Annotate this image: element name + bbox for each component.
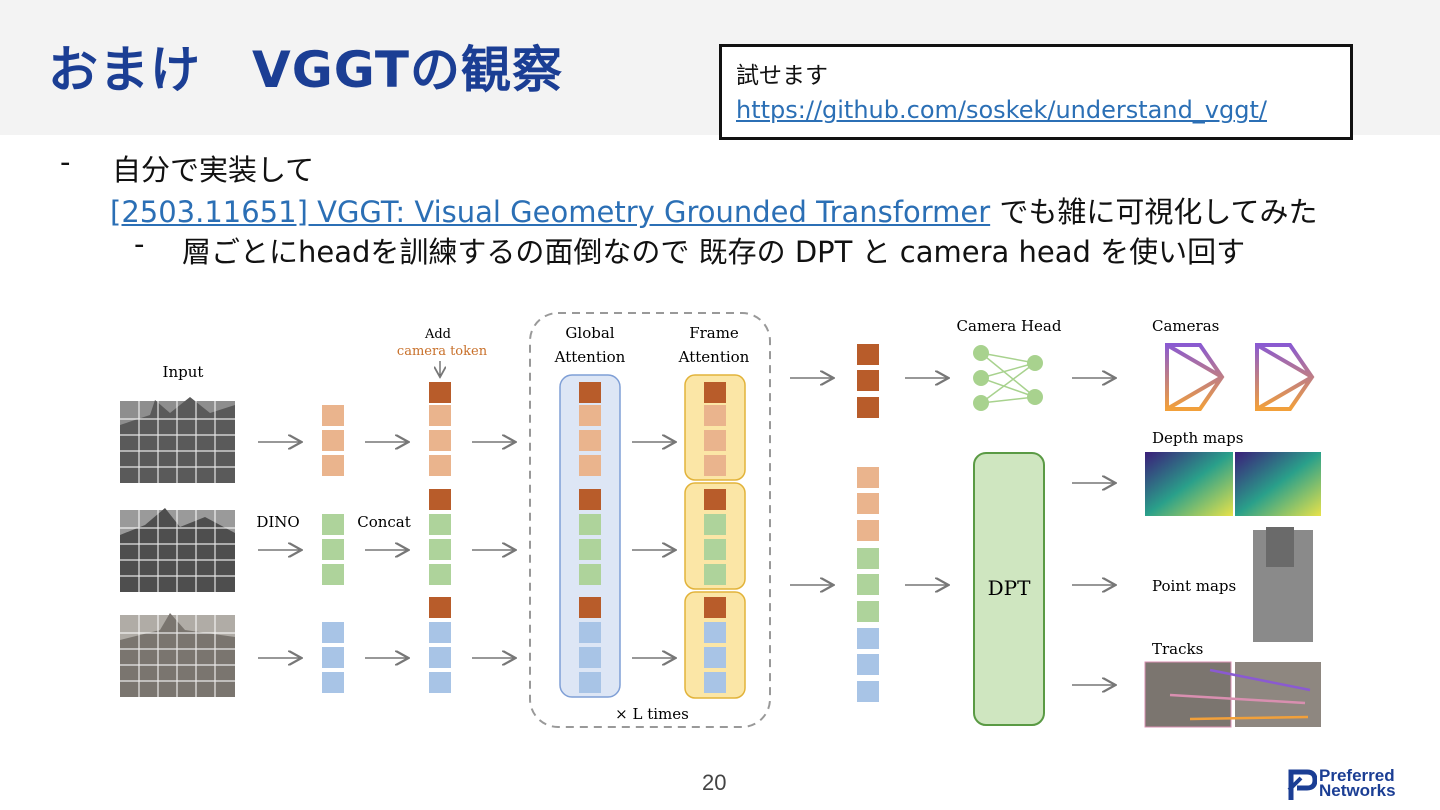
- camera-frustum-2: [1257, 345, 1312, 409]
- bullet-1-suffix: でも雑に可視化してみた: [990, 195, 1317, 229]
- point-map-image: [1253, 527, 1313, 642]
- camera-head-nodes: [973, 345, 1043, 411]
- camera-head-label: Camera Head: [957, 317, 1062, 335]
- arrows-dino-to-concat: [365, 442, 407, 658]
- dpt-label: DPT: [988, 576, 1031, 600]
- paper-link[interactable]: [2503.11651] VGGT: Visual Geometry Groun…: [110, 195, 990, 229]
- add-label: Add: [424, 327, 451, 342]
- github-link[interactable]: https://github.com/soskek/understand_vgg…: [736, 93, 1350, 127]
- note-text: 試せます: [736, 59, 1350, 93]
- arrows-heads-to-outputs: [1072, 378, 1114, 685]
- arrows-concat-to-attention: [472, 442, 514, 658]
- bullet-1-line2: [2503.11651] VGGT: Visual Geometry Groun…: [110, 189, 1318, 231]
- input-label: Input: [163, 363, 204, 381]
- slide-title: おまけ VGGTの観察: [48, 30, 563, 102]
- tracks-label: Tracks: [1152, 640, 1203, 658]
- vggt-architecture-diagram: Input DINO Concat Add camera token: [110, 305, 1340, 745]
- github-note-box: 試せます https://github.com/soskek/understan…: [719, 44, 1353, 140]
- concat-label: Concat: [357, 513, 411, 531]
- camera-frustum-1: [1167, 345, 1222, 409]
- depth-map-1: [1145, 452, 1233, 516]
- arrows-tokens-to-heads: [905, 378, 947, 585]
- dense-output-tokens: [857, 467, 879, 702]
- page-number: 20: [702, 770, 726, 796]
- camera-token-label: camera token: [397, 344, 488, 359]
- preferred-networks-logo: Preferred Networks: [1287, 768, 1422, 804]
- depth-map-2: [1235, 452, 1321, 516]
- camera-head-network: [981, 353, 1035, 403]
- camera-output-tokens: [857, 344, 879, 418]
- frame-attention-label-2: Attention: [678, 348, 750, 366]
- point-maps-label: Point maps: [1152, 577, 1236, 595]
- global-attention-label-1: Global: [565, 324, 614, 342]
- times-label: × L times: [615, 705, 689, 723]
- dino-label: DINO: [256, 513, 299, 531]
- global-attention-label-2: Attention: [554, 348, 626, 366]
- bullet-1-text: 自分で実装して: [112, 147, 314, 189]
- depth-maps-label: Depth maps: [1152, 429, 1243, 447]
- arrows-input-to-dino: [258, 442, 300, 658]
- cameras-label: Cameras: [1152, 317, 1219, 335]
- logo-text: Preferred Networks: [1319, 768, 1396, 798]
- dino-tokens: [322, 405, 344, 693]
- pfn-logo-icon: [1287, 768, 1317, 802]
- frame-attention-label-1: Frame: [689, 324, 739, 342]
- bullet-dash-2: -: [134, 227, 144, 261]
- logo-line-2: Networks: [1319, 783, 1396, 798]
- bullet-2-text: 層ごとにheadを訓練するの面倒なので 既存の DPT と camera hea…: [182, 229, 1245, 271]
- arrows-global-to-frame: [632, 442, 674, 658]
- bullet-dash-1: -: [60, 145, 70, 179]
- arrows-attention-to-tokens: [790, 378, 832, 585]
- concat-tokens: [429, 382, 451, 693]
